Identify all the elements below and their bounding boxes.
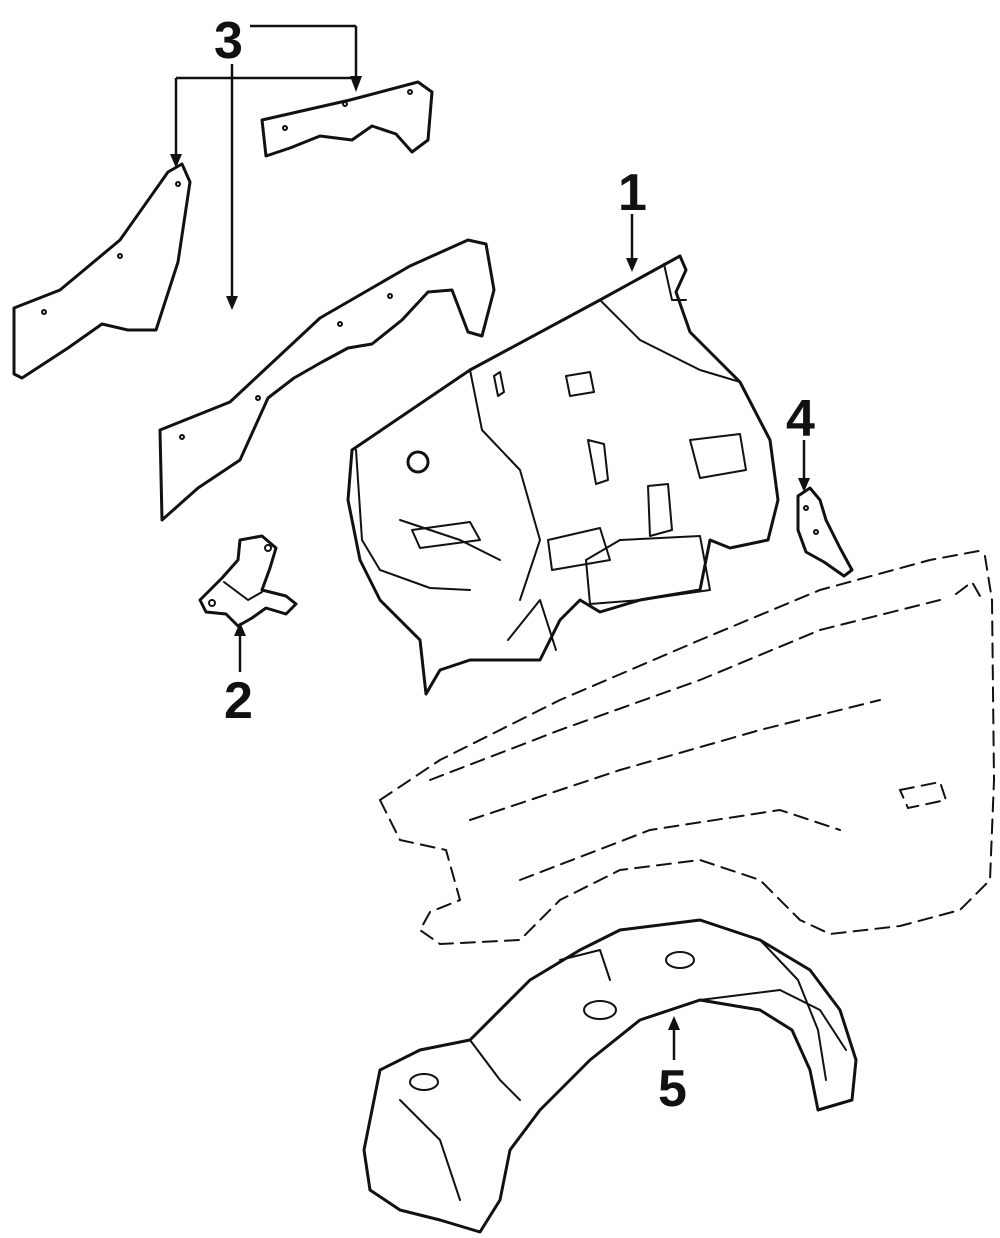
arrowhead-4 <box>798 478 810 492</box>
callout-number-5: 5 <box>658 1060 687 1118</box>
arrowhead-5 <box>668 1016 680 1030</box>
callout-number-4: 4 <box>786 390 815 448</box>
callout-number-1: 1 <box>618 164 647 222</box>
arrowhead-3a <box>170 154 182 168</box>
small-bracket <box>796 486 854 578</box>
callout-number-2: 2 <box>224 672 253 730</box>
wheelhouse <box>362 918 858 1234</box>
apron-assembly <box>346 254 780 696</box>
insulator-pad-upper <box>260 80 434 158</box>
leader-3 <box>174 26 358 298</box>
arrowhead-3b <box>350 76 362 92</box>
arrowhead-3c <box>226 296 238 310</box>
fender-outline <box>379 549 996 946</box>
insulator-pad-left <box>12 162 192 380</box>
arrowhead-1 <box>626 258 638 272</box>
bracket <box>198 534 298 628</box>
insulator-pad-main <box>158 238 496 522</box>
arrowhead-2 <box>234 622 246 636</box>
callout-number-3: 3 <box>214 12 243 70</box>
